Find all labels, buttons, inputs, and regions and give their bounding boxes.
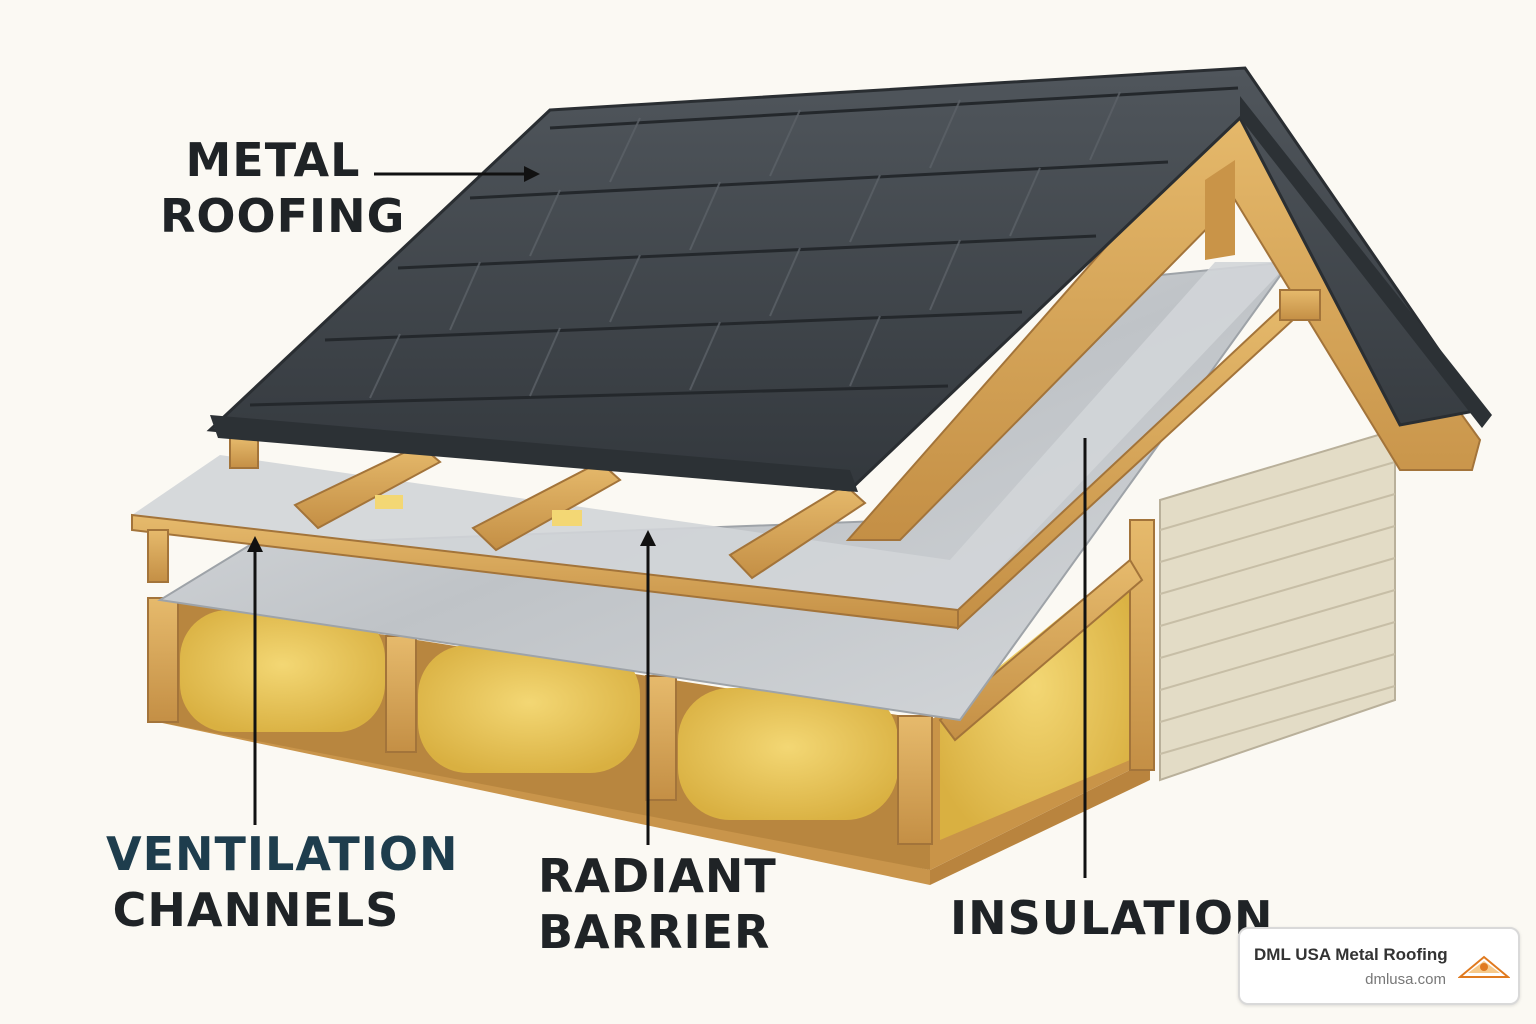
siding-wall (1159, 428, 1396, 782)
label-line: CHANNELS (112, 883, 400, 937)
label-metal-roofing: METAL ROOFING (160, 132, 406, 244)
label-ventilation-channels: VENTILATION CHANNELS (106, 826, 459, 938)
dml-usa-logo-icon (1458, 955, 1510, 978)
badge-url[interactable]: dmlusa.com (1365, 971, 1446, 988)
roof-battens (293, 443, 867, 580)
badge-title: DML USA Metal Roofing (1254, 945, 1448, 964)
label-line: VENTILATION (106, 827, 459, 881)
label-line: INSULATION (950, 891, 1274, 945)
callout-radiant-barrier (640, 530, 656, 845)
label-line: RADIANT (538, 849, 777, 903)
label-line: BARRIER (538, 905, 771, 959)
label-line: METAL (185, 133, 361, 187)
label-line: ROOFING (160, 189, 406, 243)
label-insulation: INSULATION (950, 890, 1274, 946)
wall-studs (147, 519, 1155, 845)
label-radiant-barrier: RADIANT BARRIER (538, 848, 777, 960)
brand-badge[interactable]: DML USA Metal Roofing dmlusa.com (1238, 927, 1520, 1005)
callout-metal-roofing (374, 166, 540, 182)
callout-ventilation-channels (247, 536, 263, 825)
